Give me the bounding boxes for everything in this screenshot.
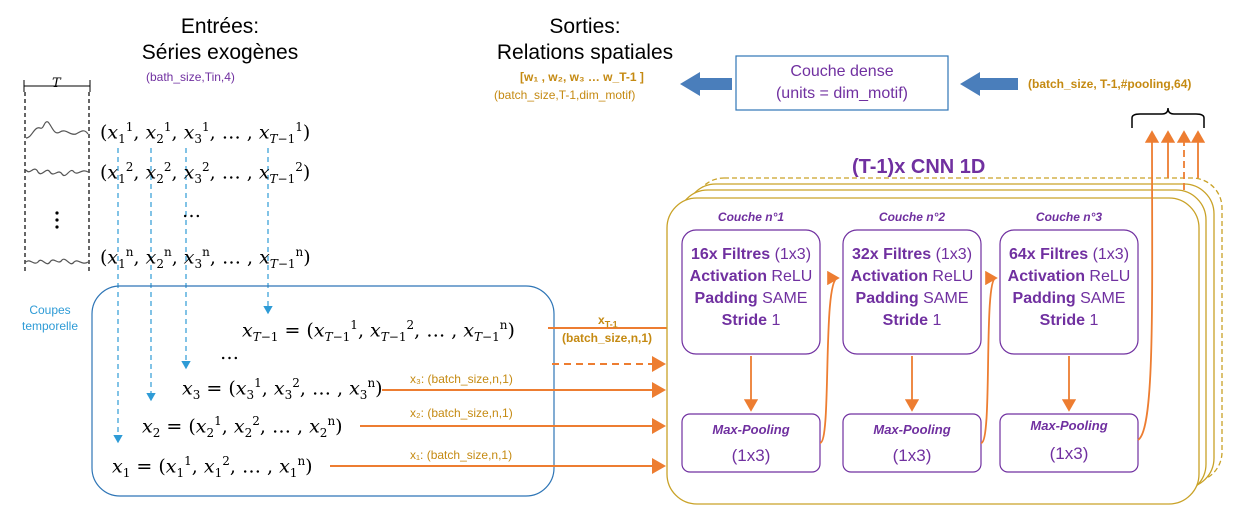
window-label: T [52,76,61,91]
outputs-shape: (batch_size,T-1,dim_motif) [494,88,636,102]
window-bracket [23,80,91,272]
layer-3-pool-size: (1x3) [1049,444,1089,463]
outputs-title-line2: Relations spatiales [496,41,674,64]
slice-xT1-eq: xT−1 = (xT−11, xT−12, … , xT−1n) [242,318,515,345]
series-wave-n [25,258,89,265]
outputs-weights: [w₁ , w₂, w₃ … w_T-1 ] [520,70,644,84]
layer-3-spec: 64x Filtres (1x3) Activation ReLU Paddin… [1007,246,1131,329]
dense-line2: (units = dim_motif) [775,85,909,102]
layer-3-pool-title: Max-Pooling [1030,418,1108,433]
outputs-title: Sorties: Relations spatiales [470,14,700,66]
dense-input-arrow [960,72,1018,96]
layer-2-pool-title: Max-Pooling [873,422,951,437]
series-2-tuple: (x12, x22, x32, … , xT−12) [100,160,311,187]
dense-input-shape: (batch_size, T-1,#pooling,64) [1028,77,1192,91]
xT1-label: xT-1 [598,313,618,330]
series-n-tuple: (x1n, x2n, x3n, … , xT−1n) [100,245,311,272]
cuts-label: Coupes temporelle [21,303,79,333]
layer-1-pool-size: (1x3) [731,446,771,465]
dense-output-arrow [680,72,732,96]
inputs-title-line1: Entrées: [180,15,260,38]
layer-2-spec: 32x Filtres (1x3) Activation ReLU Paddin… [850,246,974,329]
slice-x1-eq: x1 = (x11, x12, … , x1n) [112,454,313,481]
slice-ellipsis: … [220,342,239,364]
outputs-title-line1: Sorties: [549,15,621,38]
series-wave-2 [25,168,89,176]
series-1-tuple: (x11, x21, x31, … , xT−11) [100,120,311,147]
x2-label: x₂: (batch_size,n,1) [410,406,513,420]
layer-arrows [743,130,1206,444]
xT1-shape: (batch_size,n,1) [562,331,653,345]
slice-x2-eq: x2 = (x21, x22, … , x2n) [142,414,343,441]
output-brace [1131,107,1205,128]
layer-boxes [681,229,1139,473]
layer-3-title: Couche n°3 [1035,210,1103,224]
dense-box [735,55,949,111]
vertical-ellipsis [55,211,59,229]
dense-line1: Couche dense [790,63,894,80]
layer-1-spec: 16x Filtres (1x3) Activation ReLU Paddin… [689,246,813,329]
slice-arrows [330,320,682,474]
layer-1-pool-title: Max-Pooling [712,422,790,437]
cnn-title: (T-1)x CNN 1D [852,156,986,178]
series-ellipsis: … [182,200,201,222]
layer-1-title: Couche n°1 [717,210,785,224]
inputs-title-line2: Séries exogènes [141,41,299,64]
layer-2-pool-size: (1x3) [892,446,932,465]
dense-label: Couche dense (units = dim_motif) [736,61,948,105]
x1-label: x₁: (batch_size,n,1) [410,448,513,462]
inputs-title: Entrées: Séries exogènes [120,14,320,66]
x3-label: x₃: (batch_size,n,1) [410,372,513,386]
layer-2-title: Couche n°2 [878,210,946,224]
slice-x3-eq: x3 = (x31, x32, … , x3n) [182,376,383,403]
series-wave-1 [25,121,89,139]
inputs-shape: (bath_size,Tin,4) [146,70,235,84]
